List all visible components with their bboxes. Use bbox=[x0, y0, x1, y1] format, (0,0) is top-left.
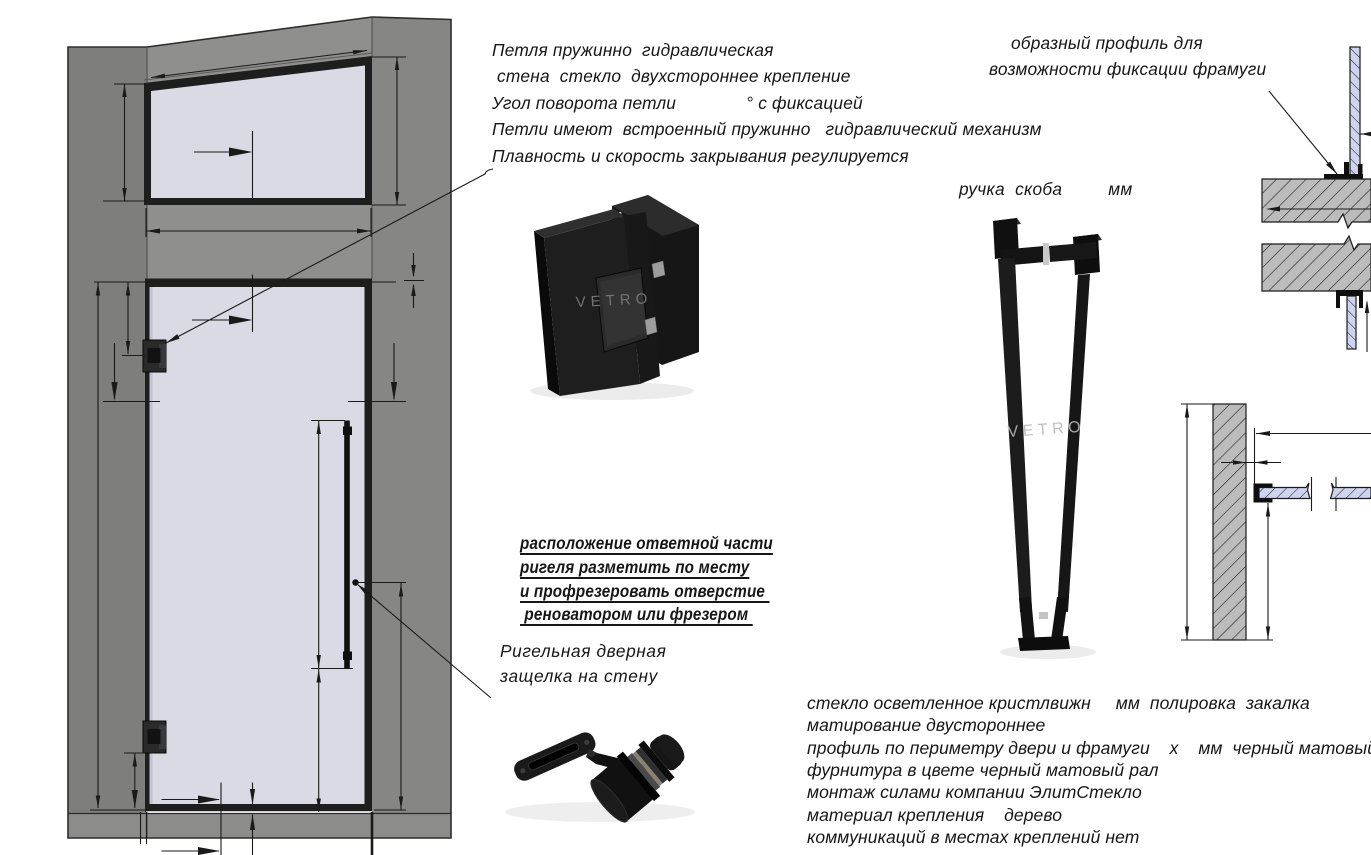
door-glass-sliver bbox=[149, 287, 153, 804]
latch-name-note-line: защелка на стену bbox=[500, 666, 658, 687]
hinge-note-line: стена стекло двухстороннее крепление bbox=[492, 66, 851, 87]
transom-window bbox=[143, 52, 373, 205]
specs-note-line: профиль по периметру двери и фрамуги х м… bbox=[807, 737, 1371, 758]
specs-note-line: фурнитура в цвете черный матовый рал bbox=[807, 760, 1159, 781]
latch-knob bbox=[590, 734, 685, 823]
latch-leader-arrow bbox=[357, 584, 370, 596]
photo-hinge: VETRO bbox=[530, 195, 699, 400]
door-glass bbox=[152, 287, 365, 804]
latch-position-note-line: расположение ответной части bbox=[520, 533, 773, 553]
latch-position-note: расположение ответной части ригеля разме… bbox=[520, 533, 773, 628]
hinge-leader-arrow bbox=[166, 334, 180, 343]
door-bottom-gap bbox=[146, 811, 372, 814]
section-door-dims bbox=[1181, 403, 1371, 641]
section-detail-door bbox=[1181, 403, 1371, 641]
specs-note: стекло осветленное кристлвижн мм полиров… bbox=[807, 693, 1371, 849]
wall-bottom-band bbox=[68, 813, 451, 838]
latch-position-note-line: реноватором или фрезером bbox=[520, 604, 753, 625]
dimension-lines bbox=[90, 49, 424, 855]
latch-name-note-line: Ригельная дверная bbox=[500, 641, 667, 661]
hinge-note-line: Петля пружинно гидравлическая bbox=[492, 40, 774, 60]
latch-position-note-line: и профрезеровать отверстие bbox=[520, 580, 770, 601]
specs-note-line: материал крепления дерево bbox=[807, 804, 1063, 825]
hinge-bottom bbox=[142, 720, 167, 754]
fixing-profile bbox=[1324, 162, 1363, 179]
hinge-note: Петля пружинно гидравлическая стена стек… bbox=[492, 40, 1042, 172]
door-perimeter-profile bbox=[1253, 483, 1273, 503]
hinge-note-line: Плавность и скорость закрывания регулиру… bbox=[492, 145, 909, 166]
hinge-note-line: Петли имеют встроенный пружинно гидравли… bbox=[492, 119, 1042, 140]
leader-lines bbox=[165, 168, 494, 699]
latch-position-note-line: ригеля разметить по месту bbox=[520, 556, 750, 577]
wall-right-face bbox=[372, 17, 451, 838]
section-detail-transom bbox=[1261, 46, 1371, 352]
photo-latch bbox=[505, 732, 695, 823]
latch-name-note: Ригельная дверная защелка на стену bbox=[500, 641, 666, 691]
frame-profile-note-line: образный профиль для bbox=[1011, 33, 1203, 53]
photo-pull-handle: VETRO bbox=[993, 218, 1102, 659]
door-elevation bbox=[67, 16, 494, 855]
latch-strike-plate bbox=[514, 732, 596, 781]
specs-note-line: монтаж силами компании ЭлитСтекло bbox=[807, 782, 1142, 803]
hinge-top bbox=[142, 339, 167, 373]
wall-left-face bbox=[68, 47, 147, 838]
specs-note-line: стекло осветленное кристлвижн мм полиров… bbox=[807, 693, 1310, 713]
door-pull bbox=[343, 420, 352, 669]
hinge-watermark: VETRO bbox=[575, 290, 652, 311]
handle-watermark: VETRO bbox=[1007, 419, 1086, 441]
transom-profile-leader bbox=[1268, 90, 1338, 175]
specs-note-line: матирование двустороннее bbox=[807, 715, 1046, 736]
fixing-profile-lower bbox=[1336, 290, 1363, 308]
transom-glass bbox=[151, 65, 365, 198]
frame-profile-note-line: возможности фиксации фрамуги bbox=[989, 59, 1267, 79]
specs-note-line: коммуникаций в местах креплений нет bbox=[807, 827, 1140, 848]
hinge-note-line: Угол поворота петли ° с фиксацией bbox=[492, 92, 863, 113]
door-leaf bbox=[145, 278, 372, 814]
handle-note: ручка скоба мм bbox=[959, 179, 1133, 199]
